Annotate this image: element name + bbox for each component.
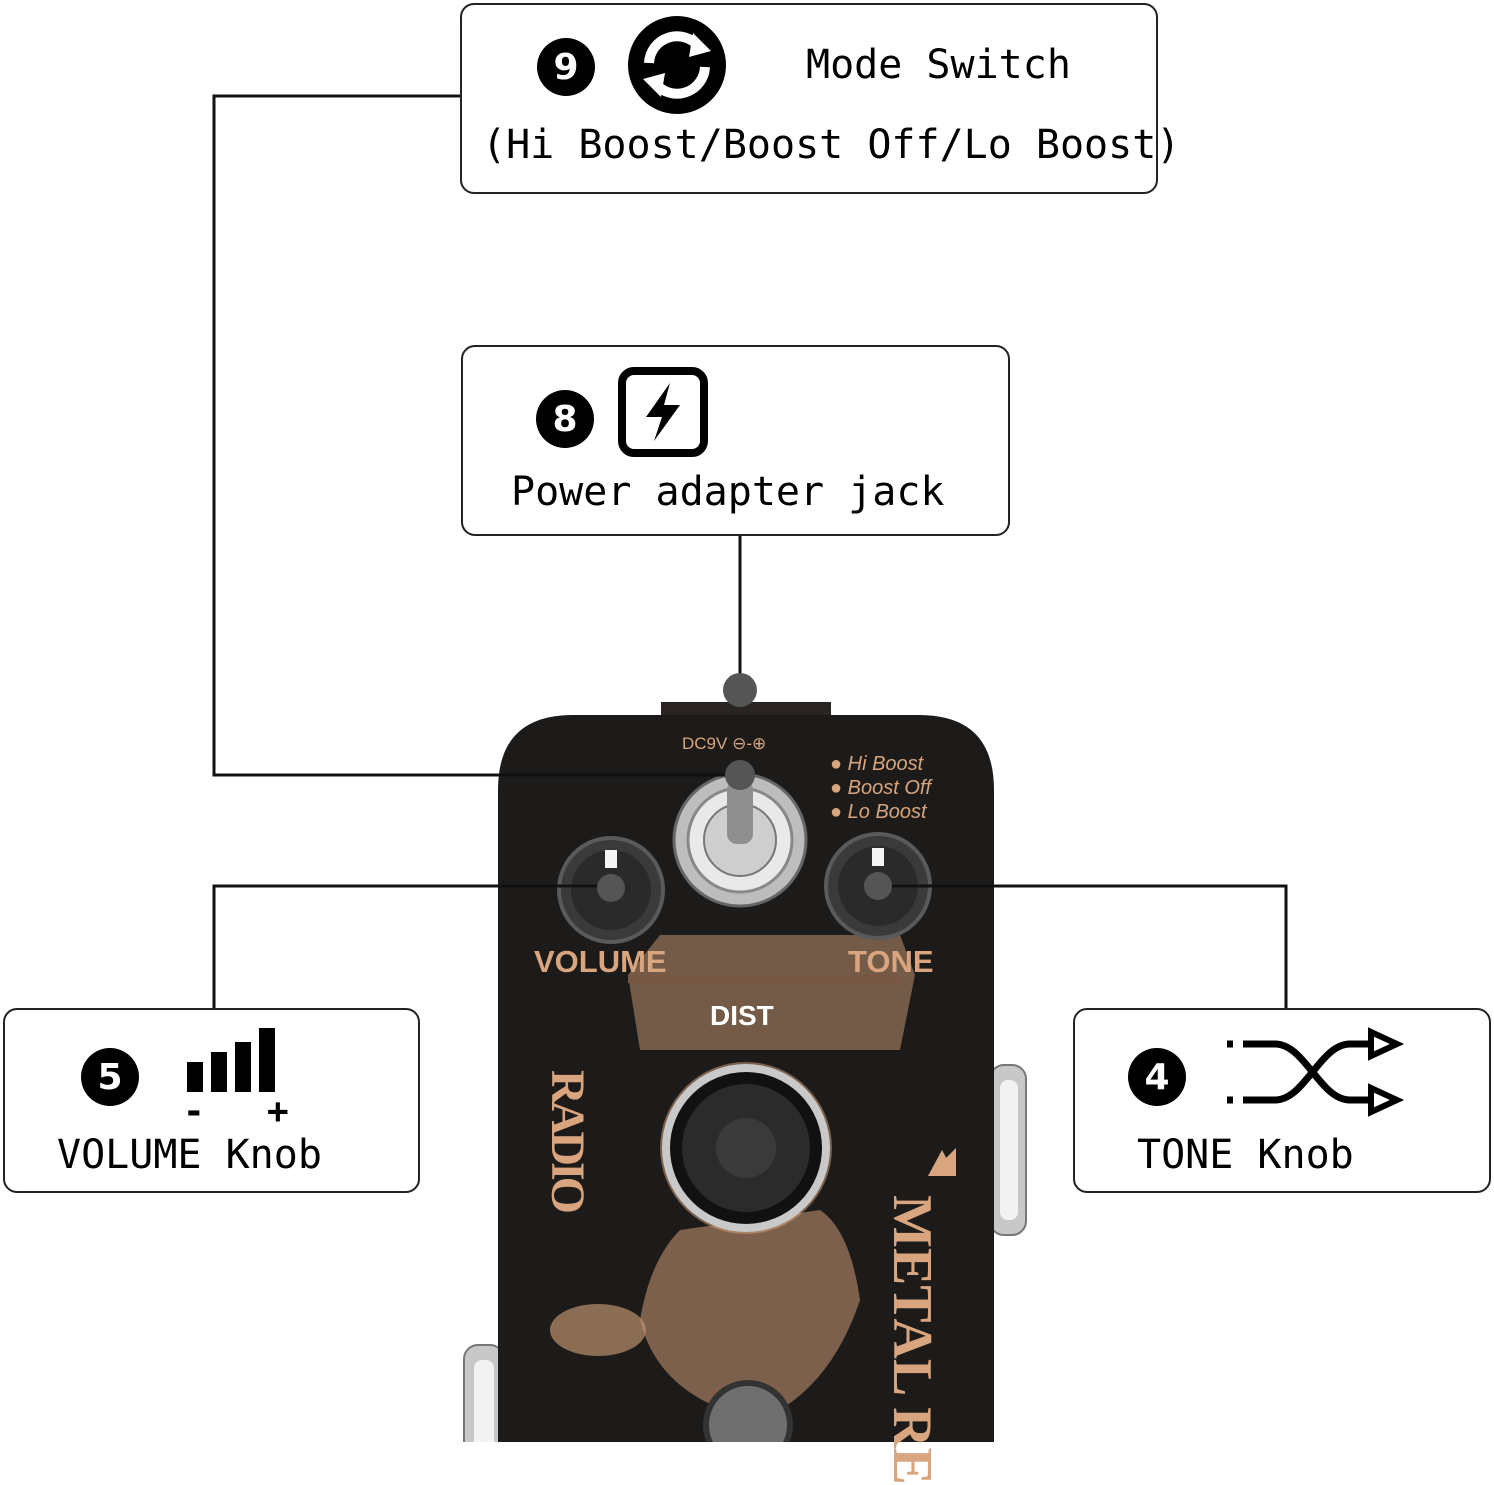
mode-switch-leader: [212, 94, 740, 777]
lightning-icon: [618, 367, 708, 457]
output-arrow-mark: [928, 1150, 956, 1176]
mode-switch-callout: 9 Mode Switch (Hi Boost/Boost Off/Lo Boo…: [460, 3, 1180, 194]
tone-knob-callout: 4 TONE Knob: [1073, 1008, 1491, 1193]
dist-label: DIST: [710, 1000, 774, 1031]
footswitch: [703, 1380, 793, 1442]
tone-label: TONE: [848, 944, 934, 979]
callout-number: 8: [536, 390, 594, 448]
mode-label-off: ● Boost Off: [830, 777, 932, 799]
dist-knob: [660, 1062, 832, 1234]
callout-title: Power adapter jack: [511, 469, 945, 515]
leader-lines: [212, 94, 1288, 1008]
radio-artwork: [550, 935, 915, 1420]
minus-sign: -: [183, 1091, 205, 1132]
diagram-canvas: [212, 94, 1288, 1442]
tone-leader: [878, 884, 1288, 1008]
callout-number: 5: [81, 1048, 139, 1106]
volume-knob-callout: 5 - + VOLUME Knob: [3, 1008, 420, 1193]
callout-subtitle: (Hi Boost/Boost Off/Lo Boost): [482, 122, 1181, 168]
name-vertical: METAL RE: [881, 1195, 943, 1485]
callout-title: Mode Switch: [806, 42, 1071, 88]
brand-vertical: RADIO: [541, 1070, 594, 1211]
level-bars-icon: [187, 1028, 275, 1092]
callout-number: 9: [537, 38, 595, 96]
callout-number: 4: [1128, 1048, 1186, 1106]
refresh-icon: [628, 16, 726, 114]
callout-title: VOLUME Knob: [57, 1132, 322, 1178]
mode-toggle-switch: [672, 772, 808, 908]
left-jack: [463, 1344, 505, 1442]
mode-label-hi: ● Hi Boost: [830, 753, 924, 775]
callout-title: TONE Knob: [1137, 1132, 1354, 1178]
mode-label-lo: ● Lo Boost: [830, 801, 927, 823]
plus-sign: +: [267, 1091, 289, 1132]
tone-anchor: [864, 872, 892, 900]
mode-switch-anchor: [725, 760, 755, 790]
crossover-arrows-icon: [1227, 1027, 1405, 1117]
mode-labels: ● Hi Boost ● Boost Off ● Lo Boost: [830, 752, 931, 824]
volume-anchor: [597, 874, 625, 902]
volume-label: VOLUME: [534, 944, 667, 979]
power-jack-callout: 8 Power adapter jack: [461, 345, 1010, 536]
power-jack-anchor: [723, 673, 757, 707]
volume-leader: [212, 884, 611, 1008]
power-label: DC9V ⊖-⊕: [682, 734, 767, 753]
right-jack: [989, 1064, 1027, 1236]
